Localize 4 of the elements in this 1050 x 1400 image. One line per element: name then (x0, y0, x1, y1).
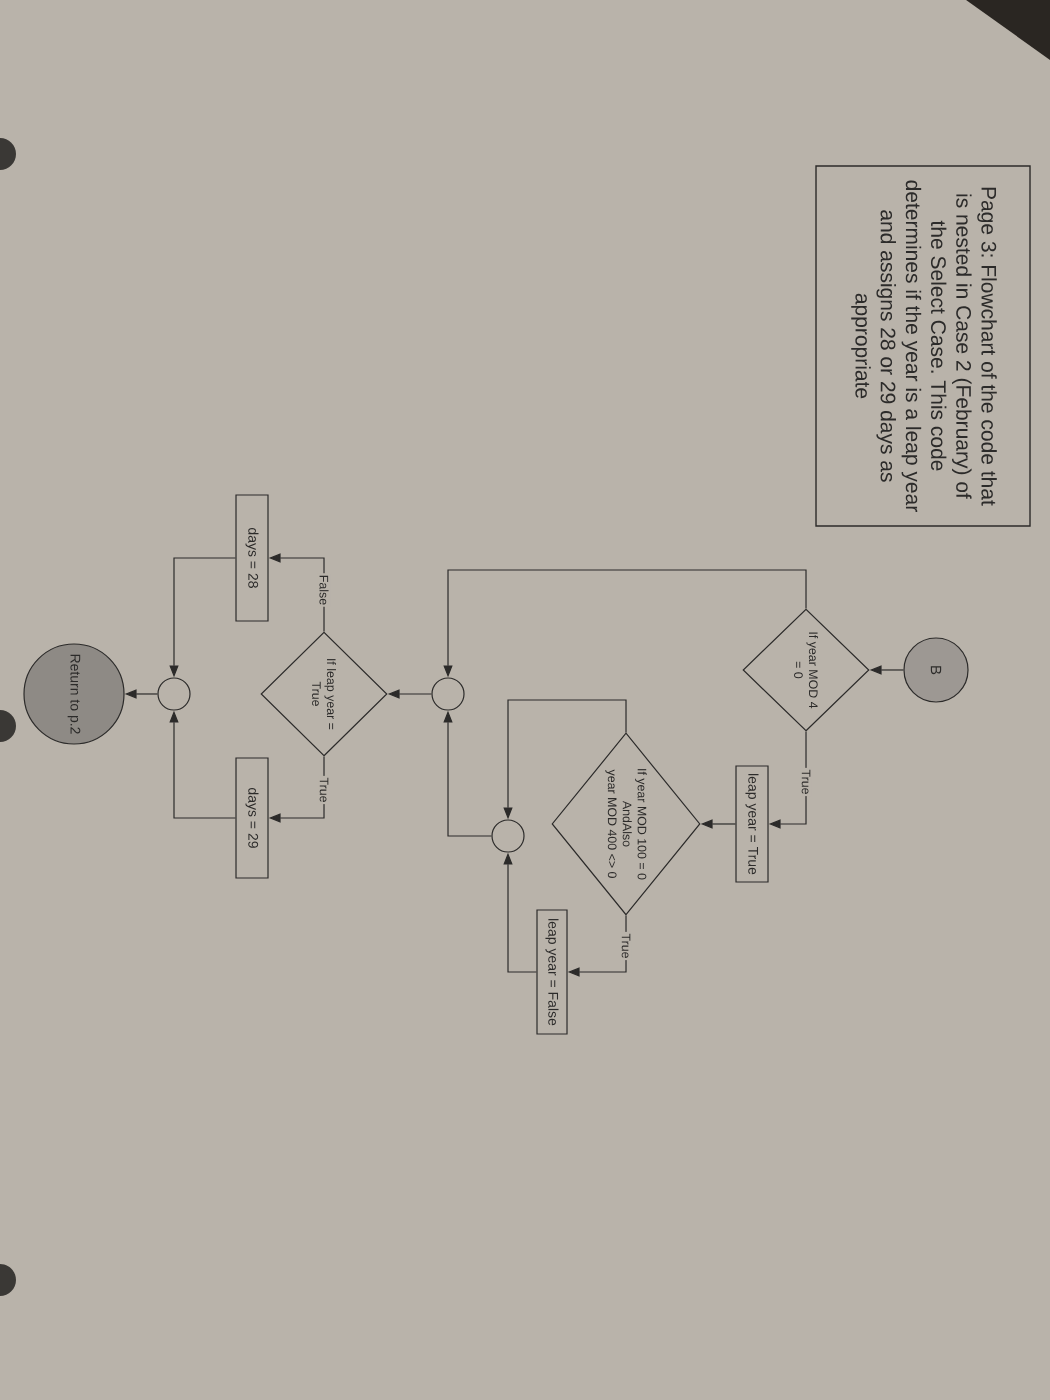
title-box: Page 3: Flowchart of the code that is nested in Case 2 (February) of the Select Case. This code determines if the year is a leap year and assigns 28 or 29 days as appropriate (815, 165, 1031, 527)
junction-circle (431, 677, 465, 711)
junction-circle (157, 677, 191, 711)
junction-circle (491, 819, 525, 853)
